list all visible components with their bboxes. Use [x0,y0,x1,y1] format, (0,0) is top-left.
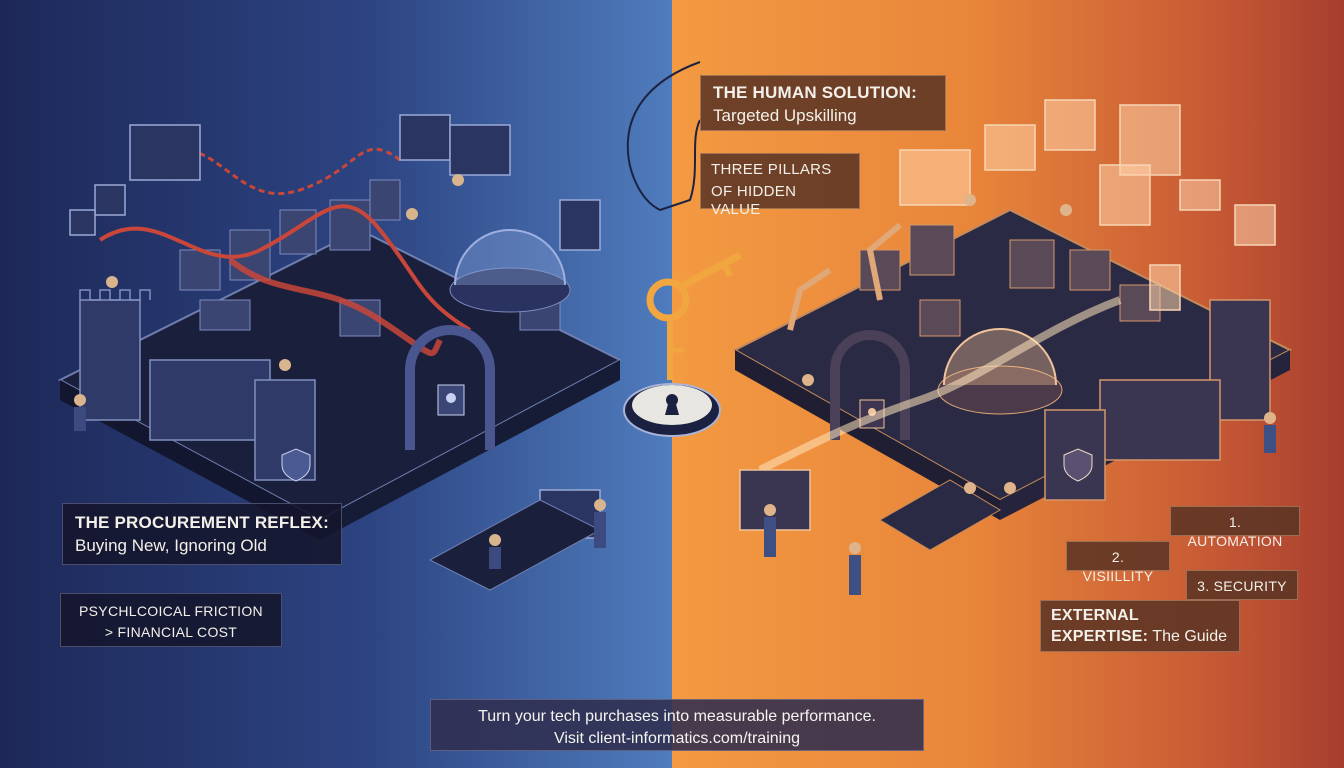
pillar-security-label: 3. SECURITY [1197,578,1287,594]
robot-arm-icon [787,222,902,331]
expertise-line-1: EXTERNAL [1051,607,1139,624]
pillar-visibility-label: 2. VISIILLITY [1082,549,1154,585]
procurement-reflex-callout: THE PROCUREMENT REFLEX: Buying New, Igno… [62,503,342,565]
expertise-line-2-rest: The Guide [1148,628,1228,646]
pillar-security: 3. SECURITY [1186,570,1298,600]
pillars-line-1: THREE PILLARS [711,161,832,178]
procurement-reflex-subtitle: Buying New, Ignoring Old [75,536,267,556]
footer-link[interactable]: Visit client-informatics.com/training [553,730,800,747]
keyhole-icon [623,383,721,437]
procurement-reflex-title: THE PROCUREMENT REFLEX: [75,513,329,532]
pillars-line-2: OF HIDDEN VALUE [711,183,797,218]
pillar-visibility: 2. VISIILLITY [1066,541,1170,584]
left-platform [57,114,623,591]
human-solution-title: THE HUMAN SOLUTION: [713,83,918,102]
shield-icon [281,448,311,482]
human-solution-subtitle: Targeted Upskilling [713,106,857,126]
shield-icon [1063,448,1093,482]
padlock-icon [405,325,495,450]
pillar-automation: 1. AUTOMATION [1170,506,1300,549]
expertise-line-2-bold: EXPERTISE: [1051,628,1149,646]
hand-icon [626,61,701,212]
human-solution-callout: THE HUMAN SOLUTION: Targeted Upskilling [700,75,946,131]
three-pillars-callout: THREE PILLARS OF HIDDEN VALUE [700,153,860,218]
friction-line-1: PSYCHLCOICAL FRICTION [79,603,263,619]
footer-line-1: Turn your tech purchases into measurable… [478,708,876,725]
psychological-friction-note: PSYCHLCOICAL FRICTION > FINANCIAL COST [60,593,282,647]
right-platform [732,99,1293,595]
dome-icon [449,229,571,313]
external-expertise-callout: EXTERNAL EXPERTISE: The Guide [1040,600,1240,652]
pillar-automation-label: 1. AUTOMATION [1187,514,1283,550]
footer-call-to-action: Turn your tech purchases into measurable… [430,699,924,751]
key-icon [646,251,742,380]
friction-line-2: > FINANCIAL COST [104,623,238,640]
